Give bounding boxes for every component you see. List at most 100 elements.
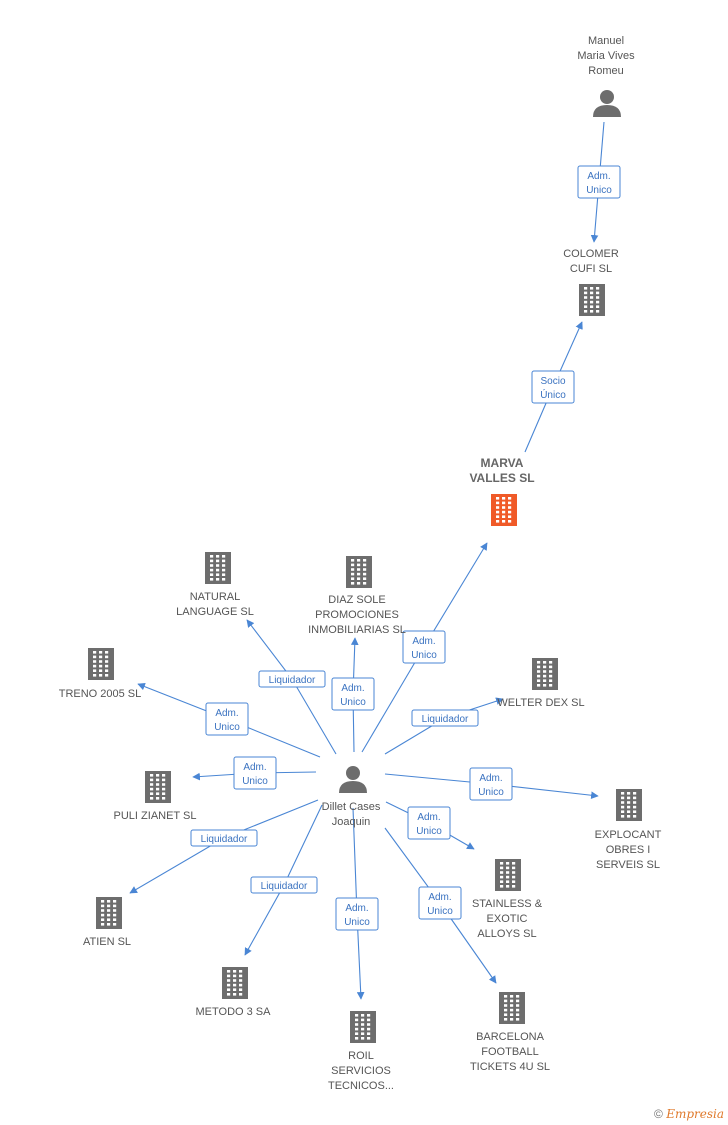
node-label: METODO 3 SA	[196, 1006, 272, 1018]
edge-label-box[interactable]	[250, 876, 318, 894]
node-treno[interactable]: TRENO 2005 SL	[59, 648, 142, 700]
building-icon	[491, 494, 517, 526]
edge-label-box[interactable]	[531, 370, 575, 404]
edge-label-text: Unico	[427, 906, 453, 917]
node-label: TECNICOS...	[328, 1080, 394, 1092]
edge-label-box[interactable]	[190, 829, 258, 847]
edge-label-text: Unico	[344, 917, 370, 928]
edge-label-text: Unico	[416, 826, 442, 837]
edge-label-text: Adm.	[341, 683, 364, 694]
node-label: SERVEIS SL	[596, 859, 660, 871]
node-label: OBRES I	[606, 844, 651, 856]
edge-label-box[interactable]	[335, 897, 379, 931]
building-icon	[499, 992, 525, 1024]
building-icon	[532, 658, 558, 690]
edge-dillet-diaz: Adm. Unico	[331, 637, 375, 753]
node-barcelona[interactable]: BARCELONA FOOTBALL TICKETS 4U SL	[470, 992, 550, 1073]
edge-label-box[interactable]	[411, 709, 479, 727]
node-label: WELTER DEX SL	[497, 697, 584, 709]
edge-label-box[interactable]	[205, 702, 249, 736]
node-roil[interactable]: ROIL SERVICIOS TECNICOS...	[328, 1011, 394, 1092]
node-label: INMOBILIARIAS SL	[308, 624, 406, 636]
person-icon	[593, 90, 621, 117]
node-welter[interactable]: WELTER DEX SL	[497, 658, 585, 709]
node-label: Manuel	[588, 35, 624, 47]
edge-manuel-colomer: Adm.Unico	[577, 121, 621, 243]
brand-logo[interactable]: Empresia	[666, 1107, 724, 1121]
node-natural[interactable]: NATURAL LANGUAGE SL	[176, 552, 254, 618]
node-label: LANGUAGE SL	[176, 606, 254, 618]
node-label: ATIEN SL	[83, 936, 131, 948]
edge-label-box[interactable]	[258, 670, 326, 688]
edge-label-text: Liquidador	[261, 881, 308, 892]
node-label: Joaquin	[332, 816, 371, 828]
person-icon	[339, 766, 367, 793]
building-icon	[579, 284, 605, 316]
edge-label-text: Unico	[478, 787, 504, 798]
node-label: PULI ZIANET SL	[114, 810, 197, 822]
edge-label-box[interactable]	[469, 767, 513, 801]
edge-label-text: Unico	[411, 650, 437, 661]
node-label: DIAZ SOLE	[328, 594, 385, 606]
node-label: MARVA	[481, 456, 524, 470]
node-explocant[interactable]: EXPLOCANT OBRES I SERVEIS SL	[595, 789, 662, 871]
node-label: Maria Vives	[577, 50, 635, 62]
edge-label-text: Unico	[214, 722, 240, 733]
node-label: BARCELONA	[476, 1031, 545, 1043]
node-atien[interactable]: ATIEN SL	[83, 897, 131, 948]
edge-label-box[interactable]	[331, 677, 375, 711]
edge-label-box[interactable]	[418, 886, 462, 920]
edge-label-text: Adm.	[215, 708, 238, 719]
node-diaz[interactable]: DIAZ SOLE PROMOCIONES INMOBILIARIAS SL	[308, 556, 406, 636]
node-label: ROIL	[348, 1050, 374, 1062]
edge-label-text: Liquidador	[269, 675, 316, 686]
building-icon	[96, 897, 122, 929]
edge-label-text: Adm.	[412, 636, 435, 647]
edge-label-text: Adm.	[417, 812, 440, 823]
edge-label-text: Adm.	[243, 762, 266, 773]
node-label: Romeu	[588, 65, 623, 77]
node-label: SERVICIOS	[331, 1065, 391, 1077]
building-icon	[346, 556, 372, 588]
edge-label-text: Liquidador	[201, 834, 248, 845]
node-metodo[interactable]: METODO 3 SA	[196, 967, 272, 1018]
node-label: EXPLOCANT	[595, 829, 662, 841]
edge-label-text: Adm.	[479, 773, 502, 784]
footer: © Empresia	[654, 1107, 724, 1121]
edge-dillet-roil: Adm. Unico	[335, 807, 379, 1000]
edge-dillet-barcelona: Adm. Unico	[384, 827, 497, 984]
edge-label-box[interactable]	[407, 806, 451, 840]
node-label: VALLES SL	[469, 471, 534, 485]
edge-label-box[interactable]	[402, 630, 446, 664]
node-label: FOOTBALL	[481, 1046, 538, 1058]
edge-label-text: Adm.	[345, 903, 368, 914]
node-label: NATURAL	[190, 591, 241, 603]
edge-dillet-puli: Adm.Unico	[192, 756, 317, 790]
node-label: CUFI SL	[570, 263, 612, 275]
node-label: TICKETS 4U SL	[470, 1061, 550, 1073]
edge-label-box[interactable]	[233, 756, 277, 790]
building-icon	[88, 648, 114, 680]
building-icon	[205, 552, 231, 584]
edge-dillet-stainless: Adm. Unico	[385, 801, 475, 850]
edge-label-text: Adm.	[587, 171, 610, 182]
node-label: PROMOCIONES	[315, 609, 399, 621]
building-icon	[616, 789, 642, 821]
edge-label-box[interactable]	[577, 165, 621, 199]
node-label: EXOTIC	[487, 913, 528, 925]
edge-label-text: Adm.	[428, 892, 451, 903]
node-label: Dillet Cases	[322, 801, 381, 813]
edge-label-text: Unico	[340, 697, 366, 708]
edge-dillet-welter: Liquidador	[384, 697, 504, 755]
node-puli[interactable]: PULI ZIANET SL	[114, 771, 197, 822]
edge-label-text: Único	[540, 388, 566, 401]
edge-label-text: Liquidador	[422, 714, 469, 725]
